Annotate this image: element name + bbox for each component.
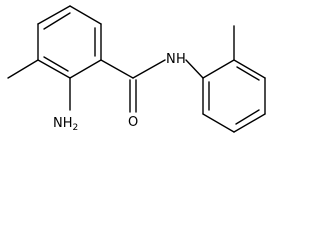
bond-ring2-double-a (236, 66, 260, 81)
bond-ring1-1 (37, 5, 71, 25)
bond-ring2-2 (233, 59, 266, 79)
bond-ring1-double-c (43, 56, 69, 72)
bond-ring2-double-b (235, 109, 260, 125)
bond-ring1-2 (69, 5, 102, 25)
amine-label: NH2 (53, 116, 78, 133)
bond-ring2-5 (202, 113, 235, 133)
bonds (7, 5, 266, 133)
amine-subscript: 2 (73, 123, 79, 133)
bond-ring2-1 (202, 59, 235, 79)
amide-h-label: H (176, 52, 186, 67)
structure-diagram: NH2 O N H (7, 5, 266, 133)
bond-amide-cn (132, 59, 166, 79)
bond-amide-ring (185, 59, 204, 79)
amine-n-text: NH (53, 116, 73, 131)
bond-ring1-5 (37, 59, 71, 79)
amide-n-label: N (166, 52, 176, 67)
bond-ring1-4 (69, 59, 102, 79)
carbonyl-oxygen-label: O (128, 115, 138, 130)
bond-ring1-double-a (43, 12, 71, 30)
bond-ring-carbonyl (100, 59, 134, 79)
molecule-drawing: NH2 O N H (7, 5, 266, 133)
bond-methyl-left (7, 59, 39, 79)
bond-ring2-4 (233, 113, 266, 133)
